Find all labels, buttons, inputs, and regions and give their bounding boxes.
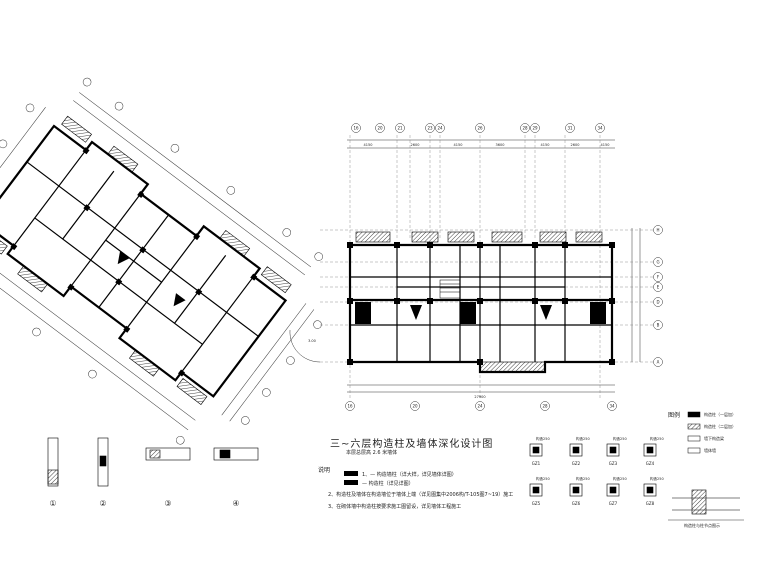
note-item: — 构造柱（详见详图） [362,481,414,487]
section-details [47,437,259,487]
column-label: GZ5 [532,501,541,506]
axis-top-label: 31 [567,126,573,131]
dim-text: 4150 [364,143,373,147]
section-label: ③ [164,499,171,508]
dim-total: 27900 [474,395,485,399]
column-callout: 构造250 [650,476,664,481]
dim-text: 3600 [496,143,505,147]
notes-heading: 说明 [318,467,331,474]
notes-symbols [344,471,358,485]
column-callout: 构造250 [576,476,590,481]
axis-top-label: 24 [437,126,443,131]
legend-item: 构造柱（二层加） [704,424,736,429]
dim-text: 4150 [454,143,463,147]
column-callout: 构造250 [576,436,590,441]
axis-top-label: 20 [377,126,383,131]
axis-right-label: D [656,300,659,305]
legend-item: 墙下构造梁 [704,436,724,441]
column-callouts: 构造250 构造250 构造250 构造250 构造250 构造250 构造25… [536,436,664,481]
section-label: ① [49,499,56,508]
column-callout: 构造250 [536,436,550,441]
axis-top-label: 23 [427,126,433,131]
axis-top-label: 16 [353,126,359,131]
drawing-subtitle: 本层总层高 2.6 米墙体 [346,450,398,456]
drawing-title: 三~六层构造柱及墙体深化设计图 [330,439,494,450]
column-label: GZ4 [646,461,655,466]
dim-text: 2600 [571,143,580,147]
section-label: ② [99,499,106,508]
legend-symbols [687,411,701,454]
column-label: GZ2 [572,461,581,466]
column-callout: 构造250 [650,436,664,441]
column-callout: 构造250 [613,476,627,481]
section-detail-labels: ① ② ③ ④ [49,499,239,508]
dim-text: 2600 [411,143,420,147]
column-label: GZ6 [572,501,581,506]
axis-bottom-label: 16 [347,404,353,409]
axis-right-label: E [657,285,660,290]
axis-right-label: A [657,360,660,365]
note-item: 1、— 构造墙柱（详大样，详见墙体详图） [362,472,457,478]
axis-labels-bottom: 16 20 24 28 34 [347,404,615,409]
axis-right-label: B [657,323,660,328]
column-labels: GZ1 GZ2 GZ3 GZ4 GZ5 GZ6 GZ7 GZ8 [532,461,655,506]
node-detail [668,489,744,521]
axis-top-label: 29 [532,126,538,131]
node-detail-caption: 构造柱与柱节点图示 [684,523,720,528]
axis-bottom-label: 20 [412,404,418,409]
column-label: GZ3 [609,461,618,466]
column-callout: 构造250 [536,476,550,481]
legend-item: 构造柱（一层加） [704,412,736,417]
column-callout: 构造250 [613,436,627,441]
column-label: GZ1 [532,461,541,466]
axis-labels-right: H G F E D B A [656,228,659,365]
axis-top-label: 28 [522,126,528,131]
axis-right-label: G [656,260,659,265]
axis-top-label: 34 [597,126,603,131]
axis-bottom-label: 34 [609,404,615,409]
note-item: 3、在砌体墙中构造柱按要求施工图留设，详见墙体工程施工 [328,504,462,510]
arc-label: 3.00 [308,339,316,343]
straight-wing-plan [289,123,663,411]
column-label: GZ7 [609,501,618,506]
column-label: GZ8 [646,501,655,506]
section-label: ④ [232,499,239,508]
rotated-wing-plan [0,77,323,445]
axis-labels-top: 16 20 21 23 24 26 28 29 31 34 [353,126,603,131]
axis-bottom-label: 28 [542,404,548,409]
legend-heading: 图例 [668,412,681,419]
axis-top-label: 21 [397,126,403,131]
legend-item: 墙体墙 [704,448,716,453]
dim-text: 4150 [601,143,610,147]
axis-top-label: 26 [477,126,483,131]
dimension-texts: 4150 2600 4150 3600 4150 2600 4150 27900… [308,143,609,399]
axis-bottom-label: 24 [477,404,483,409]
axis-right-label: F [657,275,660,280]
axis-right-label: H [656,228,659,233]
column-details [529,443,657,497]
dim-text: 4150 [541,143,550,147]
note-item: 2、构造柱及墙体在构造墙位于墙体上端（详见图集中2006构/T-105图7~19… [328,492,514,498]
